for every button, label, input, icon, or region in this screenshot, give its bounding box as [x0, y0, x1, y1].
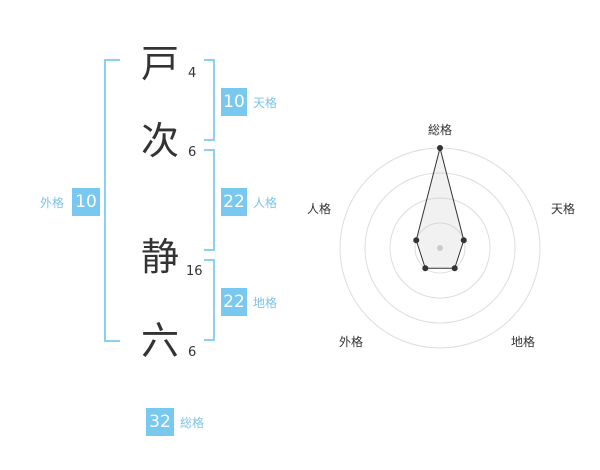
soukaku-label: 総格 — [180, 416, 205, 430]
gaikaku-badge: 10 — [72, 188, 100, 216]
stroke-count-2: 6 — [188, 145, 197, 160]
radar-point-0 — [437, 145, 443, 151]
radar-label-soukaku: 総格 — [427, 123, 452, 137]
radar-point-2 — [451, 265, 458, 272]
soukaku-badge: 32 — [146, 408, 174, 436]
gaikaku-bracket — [104, 59, 120, 342]
name-char-3: 静 — [141, 235, 180, 279]
radar-label-jinkaku: 人格 — [306, 202, 331, 216]
gaikaku-label: 外格 — [40, 196, 65, 210]
chikaku-bracket — [204, 259, 215, 341]
chikaku-badge: 22 — [221, 288, 247, 316]
chikaku-label: 地格 — [253, 296, 278, 310]
tenkaku-bracket — [204, 59, 215, 141]
jinkaku-bracket — [204, 149, 215, 251]
radar-polygon — [415, 147, 465, 269]
radar-point-4 — [413, 237, 420, 244]
name-char-4: 六 — [141, 319, 180, 363]
radar-label-gaikaku: 外格 — [338, 335, 363, 349]
stroke-count-1: 4 — [188, 66, 197, 81]
radar-center — [437, 245, 443, 251]
stroke-count-3: 16 — [186, 264, 203, 279]
name-char-1: 戸 — [141, 42, 180, 86]
radar-label-chikaku: 地格 — [510, 335, 535, 349]
radar-point-3 — [422, 265, 429, 272]
tenkaku-badge: 10 — [221, 88, 247, 116]
name-char-2: 次 — [141, 119, 180, 163]
radar-ring-3 — [364, 172, 516, 324]
jinkaku-badge: 22 — [221, 188, 247, 216]
radar-ring-1 — [414, 222, 466, 274]
tenkaku-label: 天格 — [253, 96, 278, 110]
radar-ring-2 — [389, 197, 491, 299]
jinkaku-label: 人格 — [253, 196, 278, 210]
stroke-count-4: 6 — [188, 345, 197, 360]
radar-point-1 — [460, 237, 467, 244]
radar-label-tenkaku: 天格 — [550, 202, 575, 216]
